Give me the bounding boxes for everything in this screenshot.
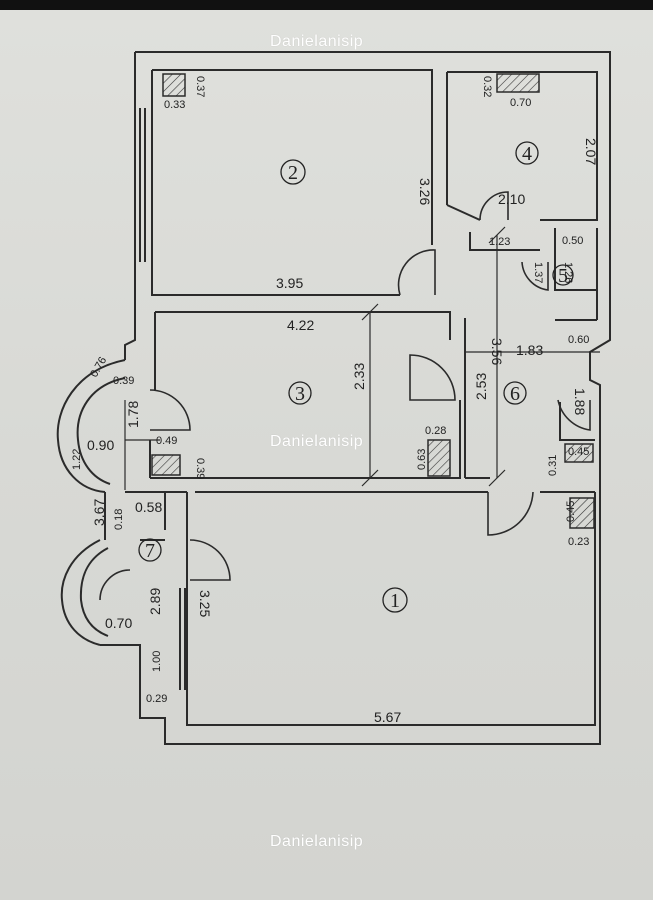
column-room4 <box>496 73 540 93</box>
paper-background <box>0 10 653 900</box>
dim-076: 0.76 <box>88 355 109 380</box>
room-label-6: 6 <box>510 383 520 405</box>
dim-045a: 0.45 <box>568 446 589 458</box>
dim-126: 1.26 <box>562 262 574 283</box>
dim-033a: 0.33 <box>164 99 185 111</box>
inner-wall-top <box>152 69 433 245</box>
bay-inner-upper <box>76 377 126 485</box>
dim-422: 4.22 <box>287 317 314 333</box>
dim-032: 0.32 <box>481 76 493 97</box>
room-label-3: 3 <box>295 383 305 405</box>
dim-395: 3.95 <box>276 275 303 291</box>
room-label-7: 7 <box>145 540 155 562</box>
dim-326: 3.26 <box>417 178 433 205</box>
door-room5 <box>521 261 549 291</box>
column-hall <box>564 443 594 463</box>
column-room3-right <box>427 439 451 477</box>
door-room1 <box>487 491 534 536</box>
door-entry <box>557 399 591 431</box>
dim-123: 1.23 <box>489 236 510 248</box>
room3-bottom <box>150 400 461 479</box>
outer-wall <box>100 51 611 745</box>
door-room7-b <box>189 539 231 581</box>
column-room1 <box>569 497 595 529</box>
room2-walls <box>151 70 400 296</box>
column-room3-left <box>151 454 181 476</box>
hall-right <box>554 228 597 291</box>
column-room2 <box>162 73 186 97</box>
outer-wall-left <box>124 52 136 360</box>
dim-070a: 0.70 <box>510 97 531 109</box>
dim-023: 0.23 <box>568 536 589 548</box>
room-label-4: 4 <box>522 143 532 165</box>
dim-037a: 0.37 <box>194 76 206 97</box>
room-label-2: 2 <box>288 162 298 184</box>
dim-090: 0.90 <box>87 437 114 453</box>
dim-070b: 0.70 <box>105 615 132 631</box>
top-status-bar <box>0 0 653 10</box>
dim-356: 3.56 <box>489 338 505 365</box>
dim-039a: 0.39 <box>113 375 134 387</box>
dim-289: 2.89 <box>147 588 163 615</box>
watermark-middle: Danielanisip <box>270 433 364 450</box>
door-room2 <box>397 249 436 296</box>
dim-207: 2.07 <box>583 138 599 165</box>
dim-233: 2.33 <box>351 363 367 390</box>
dim-049: 0.49 <box>156 435 177 447</box>
hall-right-lower <box>559 402 595 441</box>
hall-upper <box>469 232 540 251</box>
dim-100: 1.00 <box>151 651 163 672</box>
dim-050: 0.50 <box>562 235 583 247</box>
dim-039b: 0.39 <box>194 458 206 479</box>
dim-028: 0.28 <box>425 425 446 437</box>
room-label-5: 5 <box>558 265 568 287</box>
door-room4 <box>479 191 509 221</box>
dim-058: 0.58 <box>135 499 162 515</box>
watermark-bottom: Danielanisip <box>270 833 364 850</box>
dim-063: 0.63 <box>416 449 428 470</box>
door-room7-a <box>149 389 191 431</box>
dim-137: 1.37 <box>532 262 544 283</box>
watermark-top: Danielanisip <box>270 33 364 50</box>
room1-walls <box>186 492 596 726</box>
dim-325: 3.25 <box>197 590 213 617</box>
dim-253: 2.53 <box>473 373 489 400</box>
room4-walls <box>447 71 598 221</box>
room-label-1: 1 <box>390 590 400 612</box>
dim-031: 0.31 <box>547 455 559 476</box>
dim-188: 1.88 <box>572 388 588 415</box>
door-room3 <box>409 354 456 401</box>
dim-060: 0.60 <box>568 334 589 346</box>
bay-window-upper <box>56 359 126 493</box>
room4-door-jamb <box>446 204 481 221</box>
dim-567: 5.67 <box>374 709 401 725</box>
dim-367: 3.67 <box>91 499 107 526</box>
room7-arch-door <box>99 569 131 601</box>
bay-inner-lower <box>79 547 109 637</box>
dim-183: 1.83 <box>516 342 543 358</box>
dim-045b: 0.45 <box>565 501 577 522</box>
dim-029: 0.29 <box>146 693 167 705</box>
dim-178: 1.78 <box>125 401 141 428</box>
dim-210: 2.10 <box>498 191 525 207</box>
bay-window-lower <box>60 539 101 646</box>
dim-122: 1.22 <box>71 449 83 470</box>
dim-018: 0.18 <box>113 509 125 530</box>
